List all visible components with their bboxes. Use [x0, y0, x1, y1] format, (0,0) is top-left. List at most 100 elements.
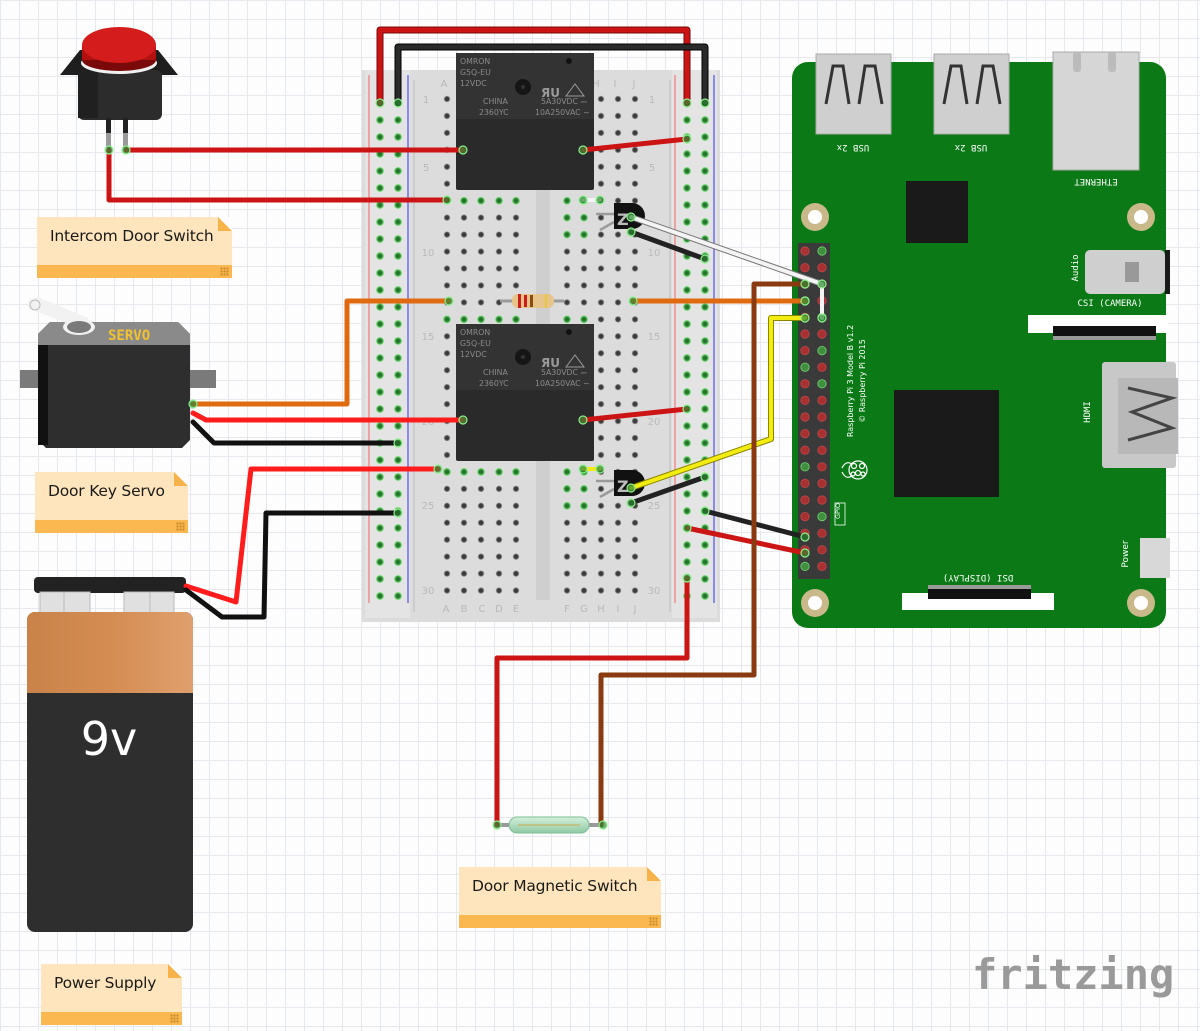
- breadboard-hole[interactable]: [563, 196, 571, 205]
- breadboard-hole[interactable]: [701, 592, 709, 600]
- breadboard-hole[interactable]: [631, 129, 639, 137]
- breadboard-hole[interactable]: [477, 248, 485, 255]
- breadboard-hole[interactable]: [460, 570, 468, 577]
- wire-endpoint[interactable]: [598, 820, 608, 830]
- wire-endpoint[interactable]: [682, 404, 692, 414]
- breadboard-hole[interactable]: [477, 299, 485, 306]
- breadboard-hole[interactable]: [701, 167, 709, 175]
- breadboard-hole[interactable]: [701, 218, 709, 226]
- wire-endpoint[interactable]: [578, 195, 588, 205]
- breadboard-hole[interactable]: [460, 214, 468, 222]
- breadboard-hole[interactable]: [376, 541, 384, 549]
- breadboard-hole[interactable]: [512, 553, 520, 561]
- breadboard-hole[interactable]: [597, 519, 605, 527]
- gpio-pin[interactable]: [817, 246, 827, 256]
- breadboard-hole[interactable]: [683, 422, 691, 430]
- breadboard-hole[interactable]: [563, 299, 571, 306]
- push-button[interactable]: [60, 27, 178, 148]
- breadboard-hole[interactable]: [477, 587, 485, 594]
- gpio-pin[interactable]: [817, 528, 827, 538]
- breadboard-hole[interactable]: [394, 558, 402, 566]
- breadboard-hole[interactable]: [631, 570, 639, 577]
- breadboard-hole[interactable]: [512, 536, 520, 544]
- gpio-pin[interactable]: [817, 561, 827, 572]
- breadboard-hole[interactable]: [683, 269, 691, 277]
- breadboard-hole[interactable]: [614, 265, 622, 272]
- breadboard-hole[interactable]: [495, 485, 503, 493]
- wire-endpoint[interactable]: [626, 227, 636, 237]
- gpio-pin[interactable]: [800, 395, 810, 405]
- breadboard-hole[interactable]: [597, 163, 605, 171]
- breadboard-hole[interactable]: [614, 434, 622, 442]
- breadboard-hole[interactable]: [597, 349, 605, 357]
- breadboard-hole[interactable]: [394, 303, 402, 311]
- breadboard-hole[interactable]: [477, 467, 485, 476]
- breadboard-hole[interactable]: [614, 553, 622, 561]
- breadboard-hole[interactable]: [597, 180, 605, 188]
- breadboard-hole[interactable]: [443, 587, 451, 594]
- breadboard-hole[interactable]: [460, 315, 468, 324]
- gpio-pin[interactable]: [800, 478, 810, 488]
- breadboard-hole[interactable]: [701, 490, 709, 498]
- wire-white[interactable]: [629, 215, 824, 286]
- breadboard-hole[interactable]: [701, 133, 709, 141]
- breadboard-hole[interactable]: [376, 456, 384, 464]
- breadboard-hole[interactable]: [563, 248, 571, 255]
- breadboard-hole[interactable]: [512, 570, 520, 577]
- breadboard-hole[interactable]: [631, 315, 639, 323]
- wire-endpoint[interactable]: [626, 483, 636, 493]
- wire-endpoint[interactable]: [700, 506, 710, 516]
- breadboard-hole[interactable]: [376, 167, 384, 175]
- wire-endpoint[interactable]: [578, 415, 588, 425]
- breadboard-hole[interactable]: [394, 133, 402, 141]
- breadboard-hole[interactable]: [443, 332, 451, 340]
- gpio-pin[interactable]: [800, 561, 810, 572]
- breadboard-hole[interactable]: [460, 536, 468, 544]
- breadboard-hole[interactable]: [495, 570, 503, 577]
- csi-camera-connector[interactable]: CSI (CAMERA): [1028, 299, 1168, 340]
- breadboard-hole[interactable]: [394, 592, 402, 600]
- breadboard-hole[interactable]: [460, 502, 468, 510]
- breadboard-hole[interactable]: [614, 417, 622, 425]
- breadboard-hole[interactable]: [394, 490, 402, 498]
- breadboard-hole[interactable]: [563, 570, 571, 577]
- breadboard-hole[interactable]: [376, 235, 384, 243]
- breadboard-hole[interactable]: [701, 303, 709, 311]
- breadboard-hole[interactable]: [597, 400, 605, 408]
- breadboard-hole[interactable]: [631, 112, 639, 120]
- gpio-pin[interactable]: [800, 262, 810, 273]
- breadboard-hole[interactable]: [614, 366, 622, 374]
- transistor-bottom[interactable]: Z: [596, 470, 645, 499]
- breadboard-hole[interactable]: [460, 248, 468, 255]
- breadboard-hole[interactable]: [443, 95, 451, 103]
- wire-endpoint[interactable]: [375, 98, 385, 108]
- wire-endpoint[interactable]: [104, 145, 114, 155]
- breadboard-hole[interactable]: [376, 337, 384, 345]
- breadboard-hole[interactable]: [512, 315, 520, 324]
- breadboard-hole[interactable]: [563, 484, 571, 493]
- gpio-pin[interactable]: [800, 345, 810, 356]
- breadboard-hole[interactable]: [443, 248, 451, 255]
- breadboard-hole[interactable]: [460, 299, 468, 306]
- breadboard-hole[interactable]: [443, 536, 451, 544]
- breadboard-hole[interactable]: [563, 315, 571, 324]
- breadboard-hole[interactable]: [376, 388, 384, 396]
- wire-endpoint[interactable]: [800, 279, 810, 289]
- breadboard-hole[interactable]: [460, 282, 468, 289]
- audio-jack[interactable]: Audio: [1071, 250, 1170, 294]
- breadboard-hole[interactable]: [631, 434, 639, 442]
- breadboard-hole[interactable]: [443, 214, 451, 222]
- breadboard-hole[interactable]: [631, 95, 639, 103]
- dsi-display-connector[interactable]: DSI (DISPLAY): [902, 572, 1054, 610]
- breadboard-hole[interactable]: [443, 112, 451, 120]
- breadboard-hole[interactable]: [683, 320, 691, 328]
- resize-grip-icon[interactable]: [220, 267, 229, 276]
- breadboard-hole[interactable]: [701, 286, 709, 294]
- breadboard-hole[interactable]: [701, 371, 709, 379]
- breadboard-hole[interactable]: [563, 536, 571, 544]
- breadboard-hole[interactable]: [495, 282, 503, 289]
- breadboard-hole[interactable]: [701, 269, 709, 277]
- gpio-pin[interactable]: [817, 395, 827, 405]
- note-door-key-servo[interactable]: Door Key Servo: [35, 472, 188, 533]
- gpio-pin[interactable]: [817, 445, 827, 455]
